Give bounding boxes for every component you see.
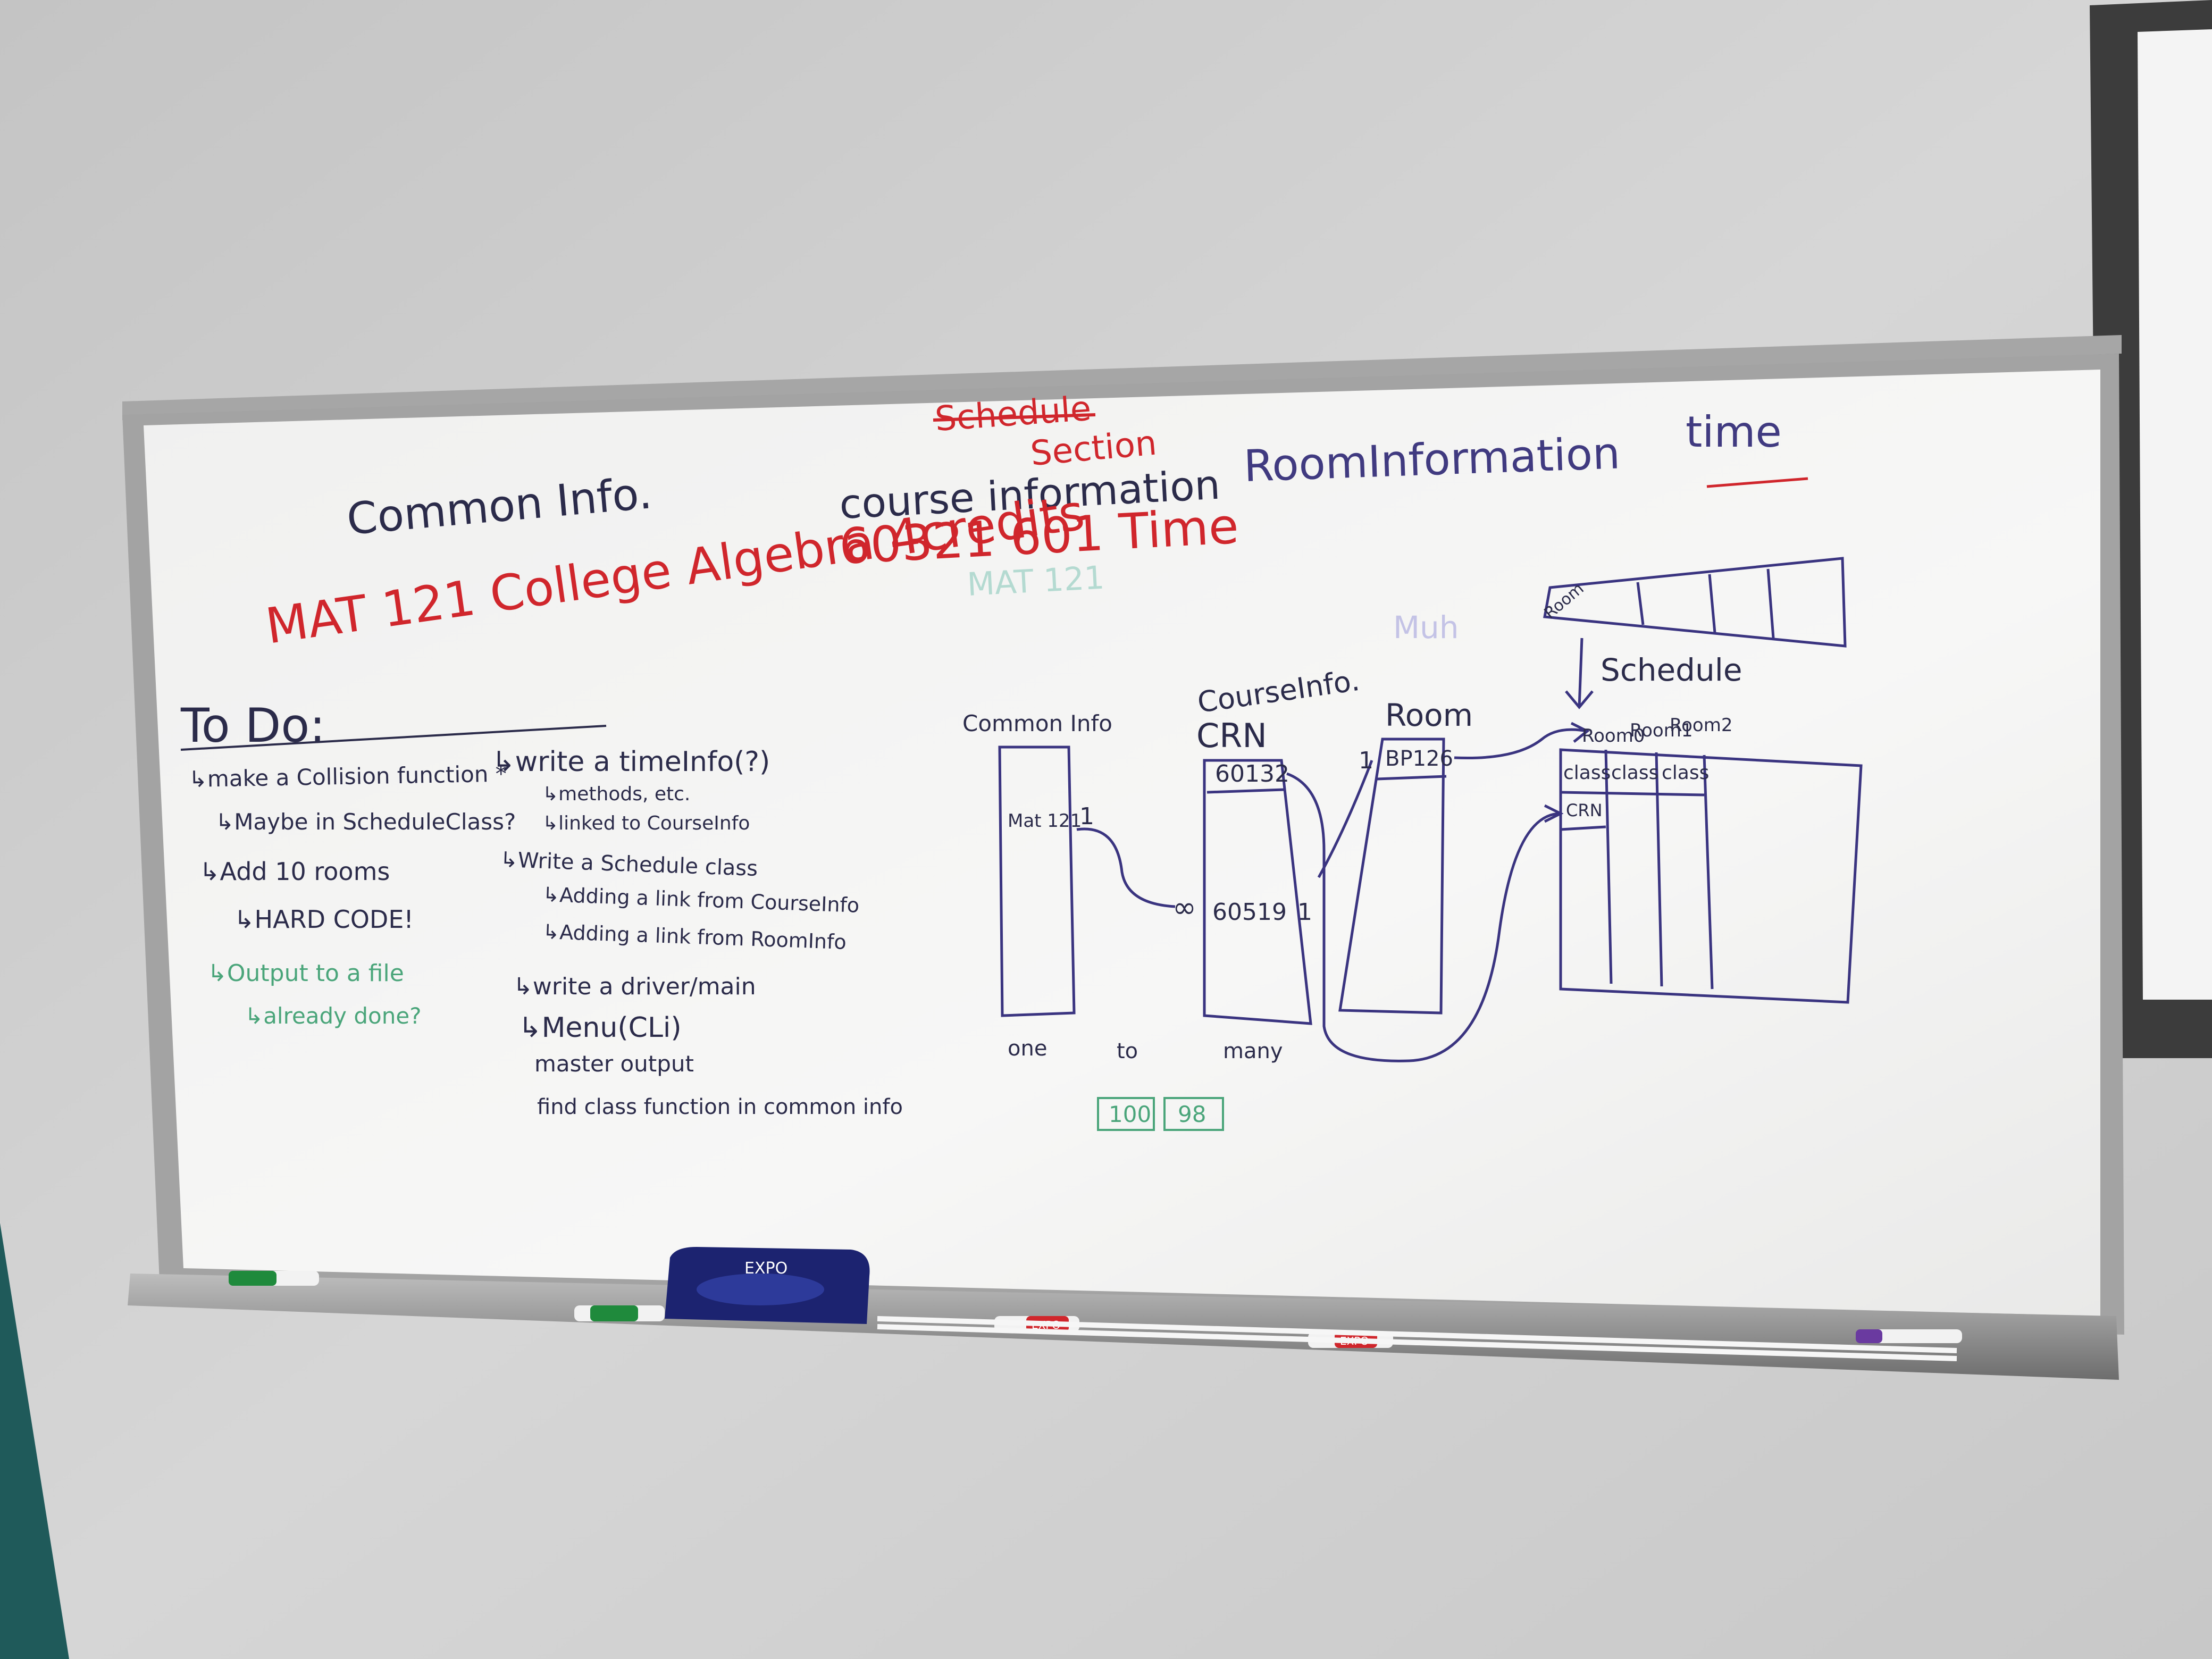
connector-room-schedule — [1454, 728, 1588, 760]
diagram-schedule-label: Schedule — [1601, 652, 1742, 688]
room-box — [1338, 738, 1445, 1015]
diagram-room-cell: BP126 — [1385, 747, 1453, 771]
diagram-one-b: 1 — [1297, 899, 1312, 926]
diagram-one-c: 1 — [1359, 747, 1373, 774]
whiteboard-surface — [144, 370, 2100, 1316]
diagram-room-header: Room0 — [1582, 725, 1645, 747]
eraser: EXPO — [665, 1247, 870, 1324]
todo-item: ↳HARD CODE! — [234, 905, 414, 934]
diagram-labels: Common Info Mat 121 1 CourseInfo. CRN 60… — [962, 579, 1742, 1063]
time-underline — [1706, 477, 1808, 488]
tray-white-sticks — [877, 1316, 1957, 1361]
diagram-crn-cell: CRN — [1566, 800, 1603, 820]
diagram-crn-label: CRN — [1196, 716, 1267, 755]
todo-item: ↳write a timeInfo(?) — [492, 746, 770, 778]
todo-underline — [180, 725, 607, 751]
map-rail — [122, 335, 2122, 420]
diagram-class-cell: class — [1662, 762, 1709, 784]
todo-item: find class function in common info — [537, 1095, 903, 1119]
todo-left-green-list: ↳Output to a file ↳already done? — [207, 960, 422, 1029]
diagram-many-word: many — [1223, 1039, 1283, 1063]
diagram-infinity: ∞ — [1172, 891, 1196, 924]
connector-crn-return — [1286, 772, 1561, 1062]
diagram-room-header: Room1 — [1630, 720, 1692, 741]
green-boxes — [1097, 1097, 1224, 1131]
time-heading: time — [1686, 407, 1782, 457]
eraser-brand: EXPO — [744, 1259, 787, 1278]
diagram-one-a: 1 — [1079, 803, 1094, 830]
schedule-grid — [1559, 748, 1863, 1004]
todo-item: ↳Add 10 rooms — [199, 857, 390, 886]
diagram-common-cell: Mat 121 — [1008, 810, 1082, 832]
green-box-value: 100 — [1109, 1101, 1151, 1127]
green-box-value: 98 — [1178, 1101, 1206, 1127]
marker-green-1 — [229, 1271, 319, 1286]
common-info-box — [998, 745, 1076, 1017]
marker-purple — [1856, 1329, 1962, 1343]
todo-item: ↳make a Collision function * — [188, 761, 507, 792]
todo-item: ↳methods, etc. — [542, 783, 690, 805]
diagram-crn-value: 60132 — [1215, 760, 1289, 787]
diagram-crn-value: 60519 — [1212, 899, 1287, 926]
todo-item: ↳Output to a file — [207, 960, 404, 987]
diagram-class-cell: class — [1611, 762, 1658, 784]
todo-item: ↳write a driver/main — [513, 973, 756, 1000]
todo-left-list: ↳make a Collision function * ↳Maybe in S… — [188, 761, 516, 934]
array-to-schedule-arrow — [1578, 638, 1583, 708]
diagram-room-header: Room2 — [1670, 715, 1732, 736]
relationship-diagram — [998, 557, 1863, 1062]
todo-item: ↳Menu(CLi) — [518, 1012, 682, 1044]
schedule-strikethrough — [933, 413, 1096, 422]
connector-common-course — [1076, 827, 1176, 908]
diagram-to-word: to — [1117, 1039, 1138, 1063]
todo-item: ↳already done? — [245, 1003, 422, 1029]
wall-corner-edge — [0, 1223, 69, 1659]
diagram-common-info-label: Common Info — [962, 710, 1112, 736]
marker-green-2 — [574, 1305, 665, 1321]
todo-right-list: ↳write a timeInfo(?) ↳methods, etc. ↳lin… — [492, 746, 903, 1119]
course-info-box — [1203, 759, 1312, 1025]
todo-item: ↳Maybe in ScheduleClass? — [215, 809, 516, 835]
diagram-room-label: Room — [1385, 697, 1473, 733]
diagram-one-word: one — [1008, 1036, 1047, 1061]
todo-item: ↳linked to CourseInfo — [542, 812, 750, 834]
diagram-class-cell: class — [1563, 762, 1611, 784]
room-array — [1543, 557, 1847, 648]
diagram-muh: Muh — [1393, 609, 1459, 646]
todo-item: master output — [534, 1051, 694, 1077]
course-info-faint-example: MAT 121 — [966, 559, 1105, 604]
